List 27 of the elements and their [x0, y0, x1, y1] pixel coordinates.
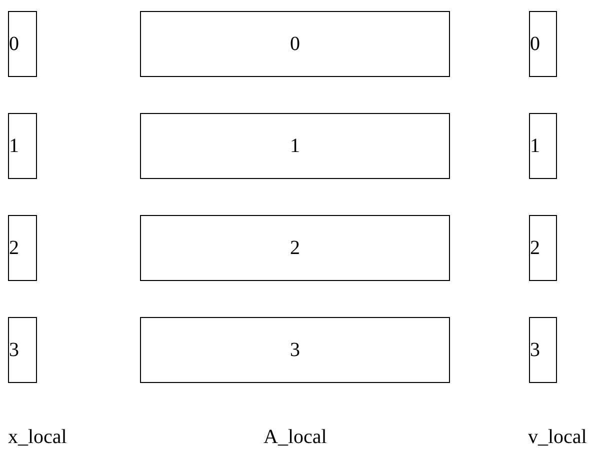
- matrix-row-box: [140, 215, 450, 281]
- index-label: 0: [530, 32, 540, 56]
- vector-entry-box: [529, 317, 557, 383]
- matrix-row-box: [140, 113, 450, 179]
- vector-entry-box: [529, 113, 557, 179]
- index-label: 1: [530, 134, 540, 158]
- vector-entry-box: [8, 317, 37, 383]
- index-label: 2: [530, 236, 540, 260]
- index-label: 3: [290, 338, 300, 362]
- index-label: 3: [530, 338, 540, 362]
- vector-entry-box: [8, 215, 37, 281]
- index-label: 1: [290, 134, 300, 158]
- vector-entry-box: [8, 113, 37, 179]
- matrix-row-box: [140, 11, 450, 77]
- array-name-label: v_local: [528, 426, 587, 449]
- index-label: 0: [290, 32, 300, 56]
- index-label: 0: [9, 32, 19, 56]
- vector-entry-box: [8, 11, 37, 77]
- index-label: 2: [9, 236, 19, 260]
- array-name-label: x_local: [8, 426, 67, 449]
- index-label: 1: [9, 134, 19, 158]
- index-label: 2: [290, 236, 300, 260]
- array-name-label: A_local: [264, 426, 327, 449]
- vector-entry-box: [529, 11, 557, 77]
- matrix-row-box: [140, 317, 450, 383]
- index-label: 3: [9, 338, 19, 362]
- vector-entry-box: [529, 215, 557, 281]
